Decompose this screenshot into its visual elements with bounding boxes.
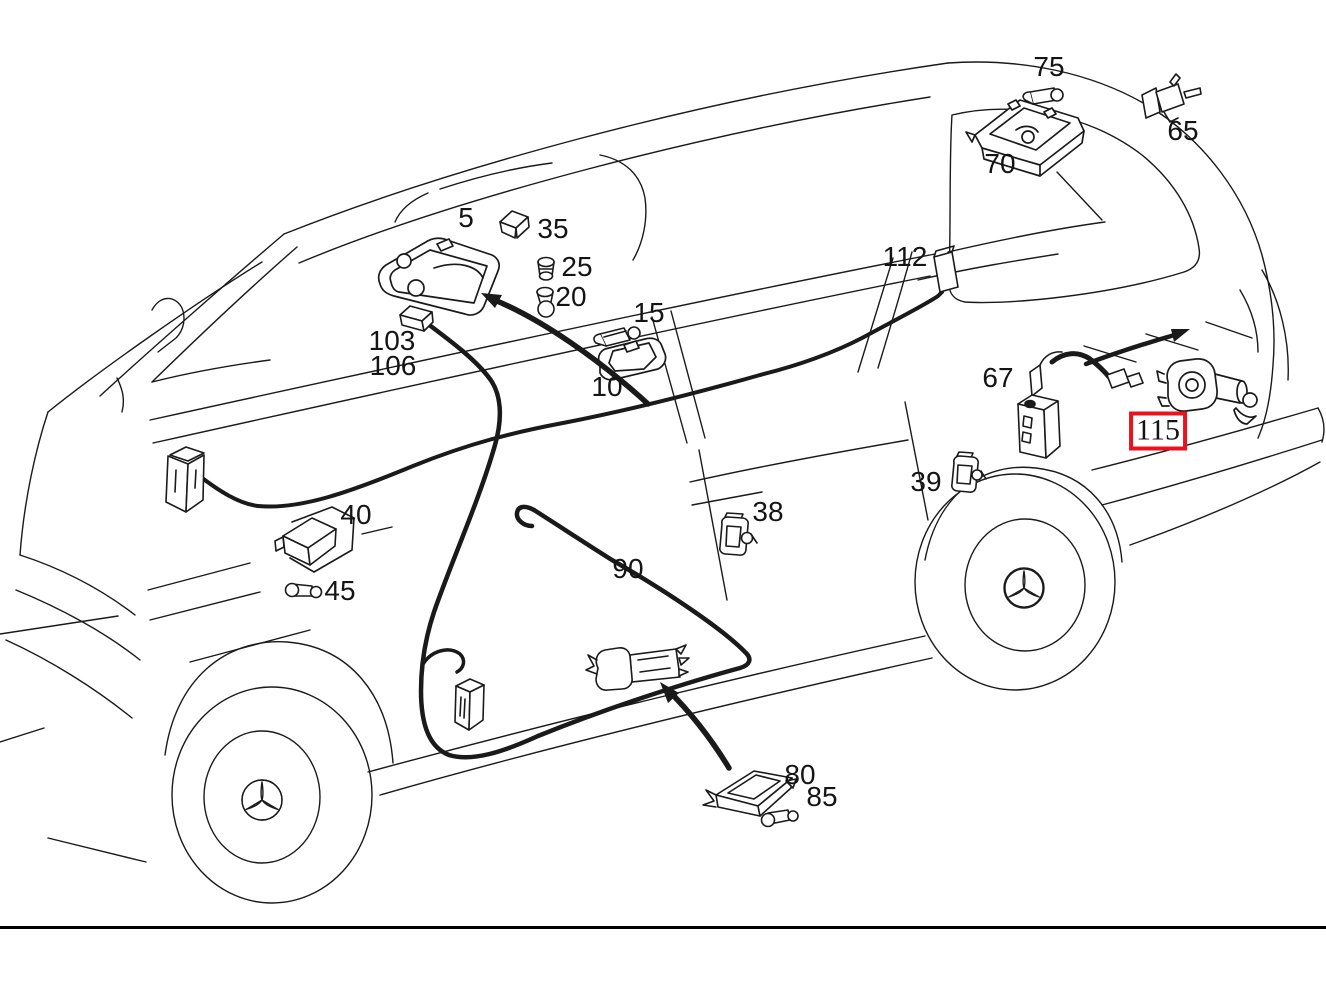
part-label-15[interactable]: 15 xyxy=(633,297,665,328)
wiring-harnesses xyxy=(195,290,1113,760)
bulb-socket-assembly[interactable] xyxy=(1156,358,1258,425)
front-wheel xyxy=(171,686,373,904)
cargo-harness-90-wire xyxy=(418,321,752,760)
arrow-to-rear-socket xyxy=(1083,331,1181,367)
part-label-35[interactable]: 35 xyxy=(537,213,569,244)
part-label-103[interactable]: 103 xyxy=(368,325,416,356)
part-label-85[interactable]: 85 xyxy=(806,781,838,812)
part-label-112[interactable]: 112 xyxy=(882,241,928,272)
part-label-38[interactable]: 38 xyxy=(752,496,784,527)
bulb-socket-with-bulb[interactable] xyxy=(536,286,555,318)
part-label-20[interactable]: 20 xyxy=(555,281,587,312)
luggage-lamp-housing[interactable] xyxy=(702,770,797,817)
direction-arrows xyxy=(481,293,1190,771)
switch-conduit-wire xyxy=(1049,351,1113,381)
cargo-wiring-harness[interactable] xyxy=(454,644,690,731)
arrowhead xyxy=(660,682,679,703)
mounting-block[interactable] xyxy=(499,210,530,239)
rear-switch[interactable] xyxy=(1141,73,1202,123)
part-label-10[interactable]: 10 xyxy=(591,371,623,402)
part-label-65[interactable]: 65 xyxy=(1167,115,1199,146)
part-label-115[interactable]: 115 xyxy=(1129,411,1187,451)
car-body-outline xyxy=(0,61,1325,863)
part-label-75[interactable]: 75 xyxy=(1033,51,1065,82)
part-label-90[interactable]: 90 xyxy=(612,553,644,584)
harness-corner-loop xyxy=(421,648,466,674)
reading-lamp[interactable] xyxy=(597,337,667,381)
festoon-bulb-footwell[interactable] xyxy=(284,582,323,599)
festoon-bulb-rear[interactable] xyxy=(1022,87,1064,105)
rear-wheel xyxy=(914,473,1116,691)
festoon-bulb-luggage[interactable] xyxy=(760,809,799,828)
dome-lamp-connector[interactable] xyxy=(399,305,434,332)
front-harness-connector[interactable] xyxy=(165,446,205,513)
part-label-5[interactable]: 5 xyxy=(458,202,474,233)
bottom-divider-line xyxy=(0,926,1326,929)
arrow-to-dome-lamp xyxy=(489,296,651,407)
part-label-45[interactable]: 45 xyxy=(324,575,356,606)
part-label-80[interactable]: 80 xyxy=(784,759,816,790)
door-contact-switch-rear[interactable] xyxy=(951,451,987,493)
arrowhead xyxy=(1171,329,1190,342)
part-label-39[interactable]: 39 xyxy=(910,466,942,497)
part-label-106[interactable]: 106 xyxy=(369,350,417,381)
part-label-67[interactable]: 67 xyxy=(982,362,1014,393)
roof-harness-connector[interactable] xyxy=(933,245,959,293)
door-contact-switch-front[interactable] xyxy=(719,512,758,556)
arrowhead xyxy=(481,293,502,308)
part-label-40[interactable]: 40 xyxy=(340,499,372,530)
main-harness-wire xyxy=(195,290,944,509)
festoon-bulb-center[interactable] xyxy=(593,326,641,347)
part-label-25[interactable]: 25 xyxy=(561,251,593,282)
overhead-interior-lamp[interactable] xyxy=(377,237,501,316)
bulb-socket-small[interactable] xyxy=(537,256,555,281)
tailgate-switch[interactable] xyxy=(1017,351,1144,459)
footwell-lamp-module[interactable] xyxy=(274,506,355,573)
rear-dome-lamp-housing[interactable] xyxy=(965,99,1085,177)
part-label-70[interactable]: 70 xyxy=(984,148,1016,179)
